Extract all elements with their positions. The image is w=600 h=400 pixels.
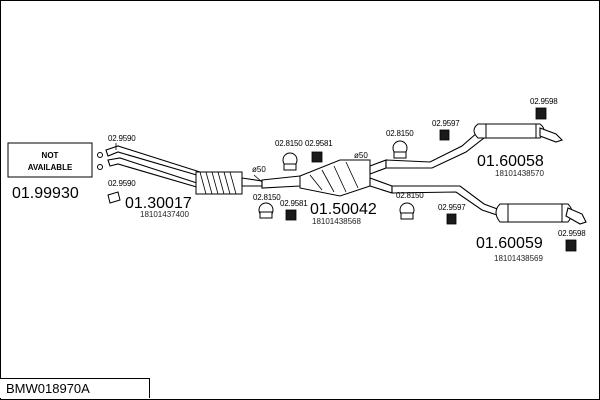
fitting-code: 02.8150: [386, 129, 414, 138]
part-number-rear-silencer-top[interactable]: 01.60058: [477, 153, 544, 170]
rubber-mount-icon[interactable]: [285, 209, 297, 221]
rubber-mount-icon[interactable]: [439, 129, 450, 141]
hanger-clamp-icon[interactable]: [392, 140, 408, 159]
fitting-code: 02.9598: [530, 97, 558, 106]
fitting-code: 02.9597: [438, 203, 466, 212]
not-available-line1: NOT: [42, 151, 59, 160]
diameter-label: ø50: [354, 151, 368, 160]
fitting-code: 02.9581: [280, 199, 308, 208]
front-pipe[interactable]: [105, 145, 263, 195]
hanger-clamp-icon[interactable]: [399, 202, 415, 220]
hanger-clamp-icon[interactable]: [282, 152, 298, 171]
rubber-mount-icon[interactable]: [535, 107, 547, 120]
oe-number-rear-silencer-bottom: 18101438569: [494, 254, 543, 263]
oe-number-middle-silencer: 18101438568: [312, 217, 361, 226]
fitting-code: 02.8150: [253, 193, 281, 202]
diagram-code: BMW018970A: [0, 378, 150, 398]
not-available-box[interactable]: [7, 142, 93, 178]
fitting-code: 02.8150: [275, 139, 303, 148]
fitting-code: 02.9597: [432, 119, 460, 128]
part-number-middle-silencer[interactable]: 01.50042: [310, 201, 377, 218]
rubber-mount-icon[interactable]: [311, 151, 323, 163]
fitting-code: 02.9590: [108, 179, 136, 188]
middle-silencer[interactable]: [261, 159, 393, 197]
fitting-code: 02.9590: [108, 134, 136, 143]
oe-number-rear-silencer-top: 18101438570: [495, 169, 544, 178]
diameter-label: ø50: [252, 165, 266, 174]
fitting-code: 02.9581: [305, 139, 333, 148]
connector-dot: [97, 152, 103, 158]
rubber-mount-icon[interactable]: [446, 213, 457, 225]
rear-silencer-top[interactable]: [385, 123, 564, 169]
part-number-not-available[interactable]: 01.99930: [12, 185, 79, 202]
not-available-line2: AVAILABLE: [28, 163, 73, 172]
rubber-mount-icon[interactable]: [565, 239, 577, 252]
part-number-front-pipe[interactable]: 01.30017: [125, 195, 192, 212]
part-number-rear-silencer-bottom[interactable]: 01.60059: [476, 235, 543, 252]
fitting-code: 02.9598: [558, 229, 586, 238]
connector-dot: [97, 164, 103, 170]
fitting-code: 02.8150: [396, 191, 424, 200]
oe-number-front-pipe: 18101437400: [140, 210, 189, 219]
gasket-icon[interactable]: [107, 191, 121, 204]
hanger-clamp-icon[interactable]: [258, 202, 274, 219]
rear-silencer-bottom[interactable]: [391, 185, 587, 225]
